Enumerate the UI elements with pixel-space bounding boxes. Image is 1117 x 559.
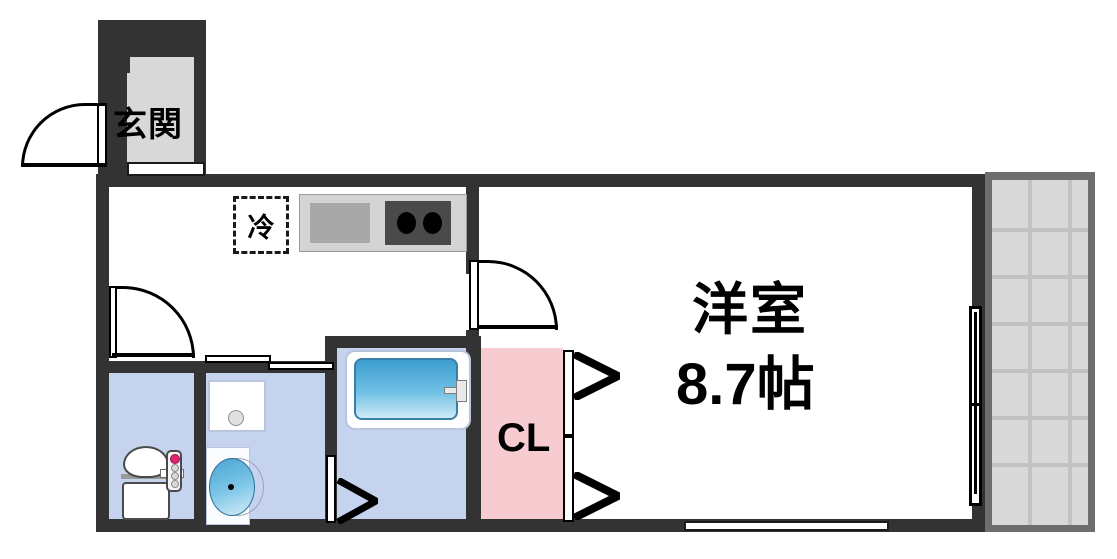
exterior-wall-left: [96, 174, 109, 532]
bathroom-folding-door-arrow: [336, 478, 378, 524]
balcony-tile-line: [992, 228, 1088, 232]
closet-floor: [481, 348, 563, 526]
washroom-sliding-door-panel-b[interactable]: [268, 362, 334, 370]
kitchen-sink: [310, 203, 370, 243]
toilet-panel-button[interactable]: [171, 480, 179, 488]
balcony-tile-line: [1068, 180, 1072, 525]
refrigerator-space: 冷: [233, 196, 289, 254]
closet-label: CL: [497, 416, 551, 460]
main-room-label-line1: 洋室: [692, 278, 808, 341]
closet-folding-door-panel-bottom[interactable]: [563, 436, 574, 522]
closet-folding-door-arrow-bottom: [572, 472, 620, 520]
interior-wall-main-room-left: [466, 174, 479, 274]
bathtub-basin: [354, 358, 458, 420]
balcony-sliding-door-panel-a[interactable]: [974, 312, 977, 408]
balcony-floor: [992, 180, 1088, 525]
stove-burner-right: [423, 212, 442, 234]
washing-machine-drain: [228, 410, 244, 426]
interior-wall-closet-left: [469, 336, 481, 526]
balcony-tile-line: [992, 416, 1088, 420]
bathtub-faucet-body: [456, 380, 467, 402]
entrance-step: [127, 162, 205, 176]
main-room-door-threshold: [479, 325, 558, 329]
vanity-drain: [228, 484, 234, 490]
genkan-notch-wall: [110, 55, 130, 73]
balcony-tile-line: [992, 275, 1088, 279]
interior-wall-toilet-right: [194, 361, 206, 526]
genkan-wall-right: [194, 20, 206, 185]
toilet-panel-button[interactable]: [171, 472, 179, 480]
toilet-tank: [122, 482, 170, 520]
main-room-window[interactable]: [684, 521, 889, 531]
balcony-sliding-door-panel-b[interactable]: [974, 398, 977, 494]
interior-wall-bathroom-top: [325, 336, 479, 348]
refrigerator-label: 冷: [247, 212, 275, 243]
balcony-tile-line: [1028, 180, 1032, 525]
exterior-wall-top: [96, 174, 985, 187]
main-room-label-line2: 8.7帖: [676, 352, 815, 417]
balcony-tile-line: [992, 369, 1088, 373]
front-door-swing-arc: [21, 103, 107, 167]
genkan-label: 玄関: [113, 106, 183, 144]
genkan-floor: [127, 55, 205, 175]
toilet-bowl: [123, 446, 169, 478]
genkan-wall-top: [98, 20, 206, 57]
bathroom-door-panel[interactable]: [326, 455, 336, 523]
balcony-tile-line: [992, 322, 1088, 326]
balcony-sliding-door-mullion: [969, 403, 982, 406]
toilet-door-threshold: [112, 353, 195, 357]
closet-folding-door-arrow-top: [572, 352, 620, 400]
stove-burner-left: [397, 212, 416, 234]
toilet-panel-button-primary[interactable]: [170, 454, 180, 464]
balcony-tile-line: [992, 463, 1088, 467]
toilet-door-panel[interactable]: [109, 286, 117, 358]
toilet-panel-button[interactable]: [171, 464, 179, 472]
main-room-door-panel[interactable]: [469, 260, 479, 330]
washroom-sliding-door-panel-a[interactable]: [205, 355, 271, 363]
closet-folding-door-panel-top[interactable]: [563, 350, 574, 436]
front-door-threshold: [21, 163, 107, 167]
